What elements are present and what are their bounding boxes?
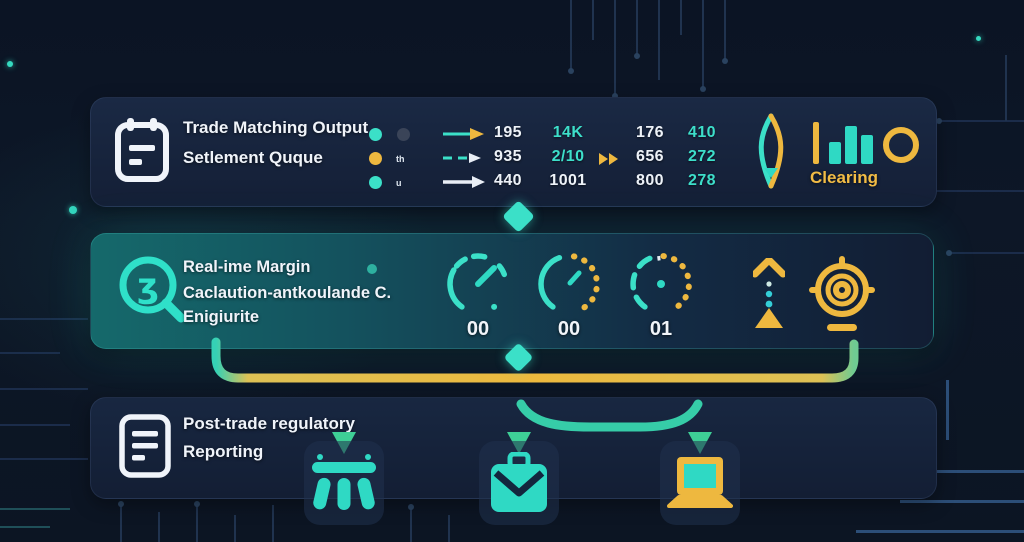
- laptop-icon: [667, 457, 733, 508]
- arrow-right-teal-yellow-icon: [441, 127, 485, 146]
- trade-panel-title-line1: Trade Matching Output: [183, 118, 369, 137]
- metric-value: 440: [494, 172, 522, 189]
- legend-label: th: [396, 154, 405, 164]
- trade-panel-title-line2: Setlement Quque: [183, 148, 323, 167]
- metric-value: 2/10: [551, 148, 585, 165]
- gray-status-dot: [397, 128, 410, 141]
- magnifier-icon: ʒ: [117, 254, 189, 331]
- metric-value: 272: [688, 148, 716, 165]
- calendar-icon: [115, 118, 169, 189]
- destination-tile: [479, 441, 559, 525]
- document-icon: [119, 414, 171, 483]
- metric-value: 176: [636, 124, 664, 141]
- margin-gauge: 00: [529, 248, 609, 348]
- reporting-panel-line2: Reporting: [183, 442, 264, 461]
- gauge-value: 00: [557, 318, 581, 340]
- gauge-value: 01: [649, 318, 673, 340]
- metric-value: 800: [636, 172, 664, 189]
- margin-panel-line2: Caclaution-antkoulande C.: [183, 284, 392, 302]
- teal-status-dot: [369, 128, 382, 141]
- target-icon: [809, 256, 875, 337]
- teal-status-dot: [367, 264, 377, 274]
- bar-chart-circle-icon: [813, 118, 925, 171]
- margin-panel-line3: Enigiurite: [183, 308, 260, 326]
- metric-value: 1001: [549, 172, 587, 189]
- legend-label: u: [396, 178, 402, 188]
- svg-text:ʒ: ʒ: [137, 266, 159, 306]
- up-arrow-dotted-icon: [751, 256, 787, 333]
- metric-value: 656: [636, 148, 664, 165]
- trade-matching-panel: Trade Matching Output Setlement Quque th…: [90, 97, 937, 207]
- metric-value: 935: [494, 148, 522, 165]
- institution-icon: [312, 454, 376, 510]
- double-chevron-arrow-icon: [597, 151, 621, 172]
- destination-tile: [304, 441, 384, 525]
- metric-value: 14K: [552, 124, 584, 141]
- teal-status-dot: [369, 176, 382, 189]
- clearing-label: Clearing: [809, 168, 879, 187]
- metric-value: 278: [688, 172, 716, 189]
- margin-gauge: 01: [621, 248, 701, 348]
- briefcase-icon: [491, 452, 547, 512]
- destination-tile: [660, 441, 740, 525]
- margin-gauge: 00: [438, 248, 518, 348]
- margin-calculation-panel: ʒ Real-ime Margin Caclaution-antkoulande…: [90, 233, 934, 349]
- reporting-panel-line1: Post-trade regulatory: [183, 414, 355, 433]
- kite-icon: [751, 112, 791, 197]
- yellow-status-dot: [369, 152, 382, 165]
- metric-value: 410: [688, 124, 716, 141]
- gauge-value: 00: [466, 318, 490, 340]
- metric-value: 195: [494, 124, 522, 141]
- margin-panel-line1: Real-ime Margin: [183, 258, 311, 276]
- arrow-right-dashed-icon: [441, 151, 485, 170]
- arrow-right-white-icon: [441, 175, 485, 194]
